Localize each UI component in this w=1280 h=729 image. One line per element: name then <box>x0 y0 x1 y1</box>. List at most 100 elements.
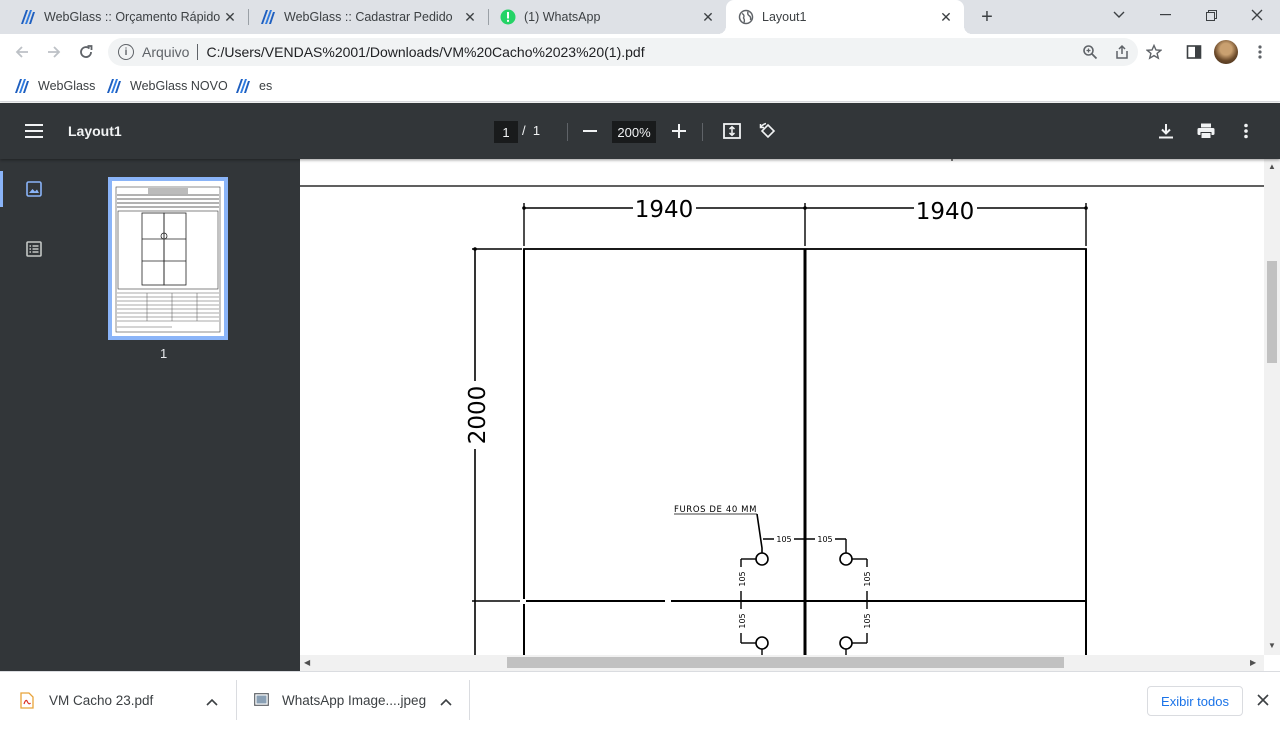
page-number-input[interactable]: 1 <box>494 121 518 143</box>
bookmarks-bar: WebGlass WebGlass NOVO es <box>0 70 1280 102</box>
hole-spacing-label: 105 <box>738 571 747 586</box>
globe-icon <box>738 9 754 25</box>
pdf-sidebar: 1 <box>0 159 300 671</box>
hole-spacing-label: 105 <box>776 535 791 544</box>
show-all-downloads-button[interactable]: Exibir todos <box>1147 686 1243 716</box>
toolbar-divider <box>702 123 703 141</box>
download-item-image[interactable]: WhatsApp Image....jpeg <box>254 672 464 729</box>
pdf-more-menu-icon[interactable] <box>1234 119 1258 143</box>
webglass-icon <box>235 78 251 94</box>
image-file-icon <box>254 692 270 709</box>
download-icon[interactable] <box>1154 119 1178 143</box>
hole-spacing-label: 105 <box>817 535 832 544</box>
address-bar[interactable]: i Arquivo C:/Users/VENDAS%2001/Downloads… <box>108 38 1138 66</box>
download-divider <box>236 680 237 720</box>
bookmark-label: es <box>259 79 273 93</box>
thumbnail-page-number: 1 <box>160 346 168 361</box>
zoom-level-input[interactable]: 200% <box>612 121 656 143</box>
zoom-in-button[interactable] <box>667 119 691 143</box>
thumbnail-preview <box>115 186 221 333</box>
zoom-icon[interactable] <box>1078 40 1102 64</box>
chevron-up-icon[interactable] <box>206 694 218 709</box>
outline-view-icon[interactable] <box>22 237 46 261</box>
browser-menu-icon[interactable] <box>1248 40 1272 64</box>
tab-webglass-orcamento[interactable]: WebGlass :: Orçamento Rápido ✕ <box>8 0 248 34</box>
browser-toolbar: i Arquivo C:/Users/VENDAS%2001/Downloads… <box>0 34 1280 70</box>
info-icon[interactable]: i <box>118 44 134 60</box>
scroll-up-arrow-icon[interactable]: ▲ <box>1268 162 1276 171</box>
horizontal-scrollbar[interactable]: ◀ ▶ <box>300 655 1264 671</box>
close-icon[interactable]: ✕ <box>940 8 952 25</box>
url-text[interactable]: C:/Users/VENDAS%2001/Downloads/VM%20Cach… <box>206 44 645 60</box>
download-item-pdf[interactable]: VM Cacho 23.pdf <box>20 672 230 729</box>
bookmark-star-icon[interactable] <box>1142 40 1166 64</box>
dimension-height: 2000 <box>465 386 491 445</box>
print-icon[interactable] <box>1194 119 1218 143</box>
rotate-icon[interactable] <box>756 119 780 143</box>
hole-spacing-label: 105 <box>863 571 872 586</box>
tab-title: WebGlass :: Cadastrar Pedido <box>284 10 453 24</box>
download-shelf: VM Cacho 23.pdf WhatsApp Image....jpeg E… <box>0 671 1280 728</box>
tab-layout1[interactable]: Layout1 ✕ <box>718 0 972 34</box>
pdf-file-icon <box>20 691 36 710</box>
scroll-right-arrow-icon[interactable]: ▶ <box>1250 658 1257 667</box>
close-icon[interactable] <box>1254 691 1272 709</box>
share-icon[interactable] <box>1110 40 1134 64</box>
tab-webglass-cadastrar[interactable]: WebGlass :: Cadastrar Pedido ✕ <box>248 0 488 34</box>
scroll-down-arrow-icon[interactable]: ▼ <box>1268 641 1276 650</box>
horizontal-scroll-thumb[interactable] <box>507 657 1064 668</box>
download-filename: VM Cacho 23.pdf <box>49 693 154 708</box>
webglass-icon <box>20 9 36 25</box>
tab-whatsapp[interactable]: (1) WhatsApp ✕ <box>488 0 726 34</box>
pdf-viewport[interactable]: 1940 1940 2000 FUROS DE 40 MM <box>300 159 1264 655</box>
vertical-scrollbar[interactable]: ▲ ▼ <box>1264 159 1280 655</box>
close-icon[interactable]: ✕ <box>702 8 714 25</box>
back-button[interactable] <box>10 40 34 64</box>
page-thumbnail[interactable] <box>108 177 228 340</box>
url-divider <box>197 44 199 60</box>
close-icon[interactable]: ✕ <box>224 8 236 25</box>
bookmark-webglass-novo[interactable]: WebGlass NOVO <box>106 76 228 96</box>
chevron-up-icon[interactable] <box>440 694 452 709</box>
technical-drawing: 1940 1940 2000 FUROS DE 40 MM <box>300 159 1264 655</box>
page-count: / 1 <box>522 123 540 138</box>
new-tab-button[interactable]: + <box>981 5 993 28</box>
close-window-button[interactable] <box>1234 0 1280 30</box>
download-filename: WhatsApp Image....jpeg <box>282 693 427 708</box>
reload-button[interactable] <box>74 40 98 64</box>
bookmark-label: WebGlass <box>38 79 96 93</box>
forward-button[interactable] <box>42 40 66 64</box>
webglass-icon <box>14 78 30 94</box>
zoom-out-button[interactable] <box>578 119 602 143</box>
download-divider <box>469 680 470 720</box>
webglass-icon <box>106 78 122 94</box>
vertical-scroll-thumb[interactable] <box>1267 261 1277 363</box>
tab-strip: WebGlass :: Orçamento Rápido ✕ WebGlass … <box>0 0 1280 34</box>
side-panel-icon[interactable] <box>1182 40 1206 64</box>
pdf-toolbar: Layout1 1 / 1 200% <box>0 103 1280 159</box>
page-total: 1 <box>532 123 541 138</box>
restore-button[interactable] <box>1188 0 1234 30</box>
close-icon[interactable]: ✕ <box>464 8 476 25</box>
toolbar-divider <box>567 123 568 141</box>
bookmark-label: WebGlass NOVO <box>130 79 228 93</box>
tab-title: WebGlass :: Orçamento Rápido <box>44 10 221 24</box>
bookmark-webglass[interactable]: WebGlass <box>14 76 95 96</box>
bookmark-es[interactable]: es <box>235 76 272 96</box>
webglass-icon <box>260 9 276 25</box>
minimize-button[interactable] <box>1142 0 1188 30</box>
fit-page-icon[interactable] <box>720 119 744 143</box>
whatsapp-icon <box>500 9 516 25</box>
tab-title: (1) WhatsApp <box>524 10 601 24</box>
hamburger-menu-icon[interactable] <box>22 119 46 143</box>
tab-search-chevron-icon[interactable] <box>1096 0 1142 30</box>
active-indicator <box>0 171 3 207</box>
tab-title: Layout1 <box>762 10 807 24</box>
profile-avatar[interactable] <box>1214 40 1238 64</box>
scroll-left-arrow-icon[interactable]: ◀ <box>304 658 311 667</box>
thumbnails-view-icon[interactable] <box>22 177 46 201</box>
hole-spacing-label: 105 <box>863 613 872 628</box>
hole-spacing-label: 105 <box>738 613 747 628</box>
page-separator: / <box>522 123 526 138</box>
holes-note: FUROS DE 40 MM <box>674 505 757 515</box>
